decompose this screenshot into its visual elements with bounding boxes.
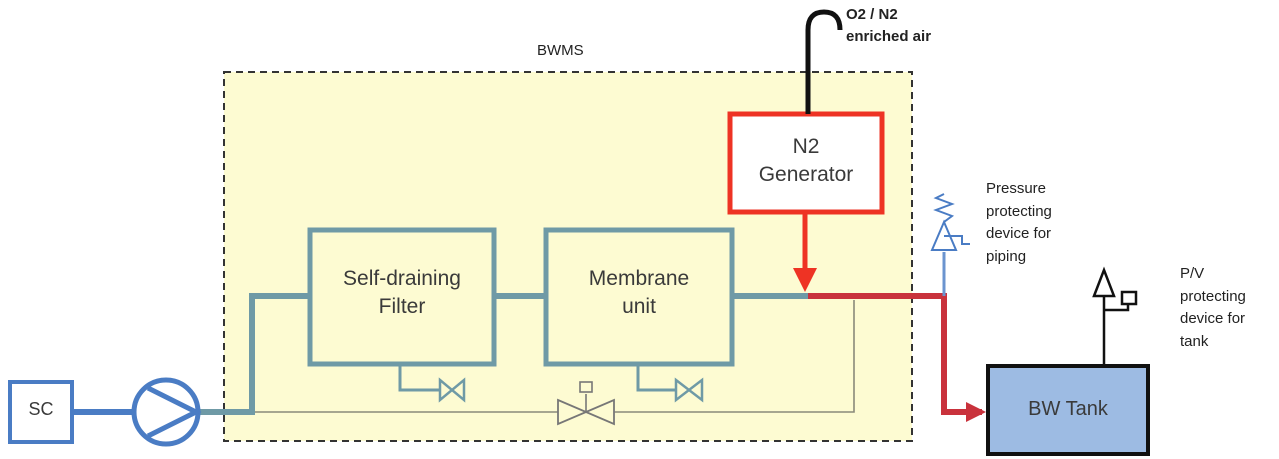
- membrane-drain-line: [636, 364, 676, 392]
- pv-device-line: protecting: [1180, 287, 1246, 305]
- membrane-box: [543, 227, 735, 367]
- pv-device-triangle-icon: [1092, 266, 1116, 298]
- filter-label: Self-draining Filter: [310, 265, 494, 322]
- pv-device-box-icon: [1120, 290, 1138, 306]
- pressure-outlet-icon: [944, 235, 970, 245]
- pump-icon: [131, 377, 201, 447]
- pressure-device-line: piping: [986, 247, 1027, 265]
- n2-generator-box: [727, 111, 885, 215]
- pressure-spring-icon: [933, 193, 955, 223]
- pressure-device-label: Pressure protecting device for piping: [986, 178, 1052, 268]
- pressure-device-line: protecting: [986, 202, 1052, 220]
- filter-label-line2: Filter: [378, 295, 426, 319]
- pressure-device-line: Pressure: [986, 180, 1047, 197]
- exhaust-pipe-icon: [805, 9, 843, 114]
- inlet-pipe: [200, 293, 310, 415]
- sc-label: SC: [28, 399, 54, 419]
- pv-device-line: tank: [1180, 332, 1209, 350]
- filter-drain-line: [398, 364, 440, 392]
- generator-arrow-head: [793, 268, 817, 292]
- nitrogen-line: [808, 293, 982, 415]
- membrane-drain-valve-icon: [674, 377, 704, 403]
- bw-tank-label: BW Tank: [1028, 398, 1108, 420]
- pv-device-label: P/V protecting device for tank: [1180, 263, 1246, 353]
- outlet-label-line2: enriched air: [846, 27, 932, 45]
- pump-triangle: [146, 385, 202, 439]
- pv-device-line: device for: [1180, 310, 1246, 327]
- pv-device-line: P/V: [1180, 265, 1205, 282]
- pressure-device-line: device for: [986, 225, 1052, 242]
- generator-label-line2: Generator: [758, 163, 854, 187]
- outlet-label: O2 / N2 enriched air: [846, 4, 931, 48]
- nitrogen-arrow-head: [966, 402, 986, 422]
- membrane-label: Membrane unit: [546, 265, 732, 322]
- membrane-label-line2: unit: [622, 295, 656, 319]
- n2-generator-label: N2 Generator: [730, 133, 882, 190]
- bwms-title: BWMS: [537, 42, 584, 59]
- bw-tank-box: [986, 364, 1150, 456]
- outlet-label-line1: O2 / N2: [846, 6, 898, 23]
- membrane-label-line1: Membrane: [588, 267, 690, 290]
- filter-label-line1: Self-draining: [343, 267, 461, 290]
- generator-label-line1: N2: [792, 135, 820, 158]
- filter-box: [307, 227, 497, 367]
- bypass-line: [252, 300, 855, 413]
- bypass-valve-actuator: [579, 381, 593, 393]
- filter-drain-valve-icon: [438, 377, 466, 403]
